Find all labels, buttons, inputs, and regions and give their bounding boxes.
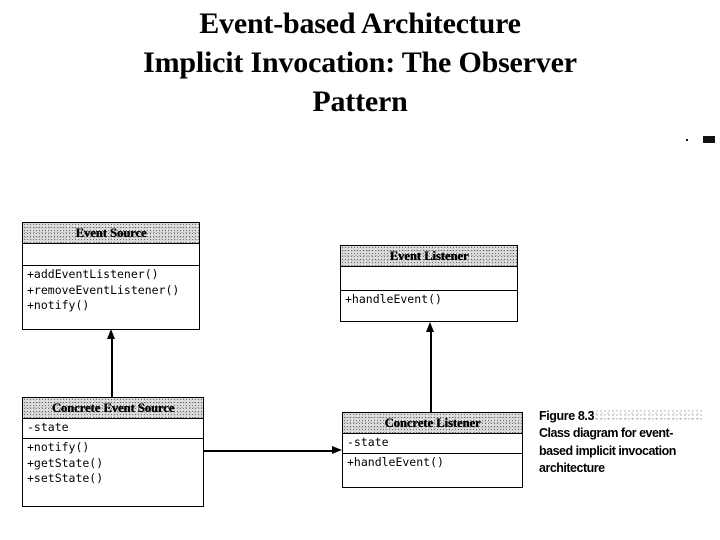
class-name-concrete-listener: Concrete Listener	[384, 416, 481, 430]
attribute-row: -state	[27, 420, 69, 434]
operation-row: +addEventListener()	[27, 267, 159, 281]
class-header-concrete-event-source: Concrete Event Source	[23, 398, 203, 419]
page-title-line-3: Pattern	[312, 85, 408, 118]
operation-row: +setState()	[27, 471, 104, 485]
class-operations-event-source: +addEventListener() +removeEventListener…	[23, 266, 199, 316]
class-header-concrete-listener: Concrete Listener	[343, 413, 522, 434]
generalization-arrowhead-source	[107, 329, 115, 339]
generalization-line-listener	[430, 329, 432, 412]
operation-row: +handleEvent()	[347, 455, 444, 469]
class-operations-concrete-listener: +handleEvent()	[343, 454, 522, 473]
figure-caption: Figure 8.3 Class diagram for event-based…	[539, 408, 704, 478]
class-header-event-source: Event Source	[23, 223, 199, 244]
page-title-line-1: Event-based Architecture	[199, 7, 521, 40]
operation-row: +notify()	[27, 440, 90, 454]
class-name-event-source: Event Source	[75, 226, 147, 240]
class-attributes-concrete-listener: -state	[343, 434, 522, 454]
class-header-event-listener: Event Listener	[341, 246, 517, 267]
page-title-line-2: Implicit Invocation: The Observer	[143, 46, 577, 79]
generalization-line-source	[111, 336, 113, 397]
attribute-row: -state	[347, 435, 389, 449]
class-box-event-source[interactable]: Event Source +addEventListener() +remove…	[22, 222, 200, 330]
scan-artifact-dot	[686, 139, 688, 141]
class-operations-event-listener: +handleEvent()	[341, 291, 517, 310]
figure-caption-text: Class diagram for event-based implicit i…	[539, 426, 676, 475]
association-line-notifies	[204, 450, 332, 452]
class-box-event-listener[interactable]: Event Listener +handleEvent()	[340, 245, 518, 322]
class-attributes-event-listener	[341, 267, 517, 291]
operation-row: +removeEventListener()	[27, 282, 180, 297]
figure-caption-label: Figure 8.3	[539, 408, 704, 425]
operation-row: +handleEvent()	[345, 292, 442, 306]
operation-row: +getState()	[27, 455, 104, 470]
class-box-concrete-event-source[interactable]: Concrete Event Source -state +notify() +…	[22, 397, 204, 507]
class-operations-concrete-event-source: +notify() +getState() +setState()	[23, 439, 203, 489]
class-attributes-event-source	[23, 244, 199, 266]
class-box-concrete-listener[interactable]: Concrete Listener -state +handleEvent()	[342, 412, 523, 488]
page-title: Event-based Architecture Implicit Invoca…	[0, 4, 720, 121]
scan-artifact-mark	[703, 136, 715, 143]
operation-row: +notify()	[27, 298, 90, 312]
class-attributes-concrete-event-source: -state	[23, 419, 203, 439]
association-arrowhead-notifies	[332, 446, 342, 454]
class-name-concrete-event-source: Concrete Event Source	[51, 401, 175, 415]
attribute-row	[27, 245, 195, 261]
attribute-row	[345, 268, 513, 284]
class-name-event-listener: Event Listener	[389, 249, 469, 263]
generalization-arrowhead-listener	[426, 322, 434, 332]
